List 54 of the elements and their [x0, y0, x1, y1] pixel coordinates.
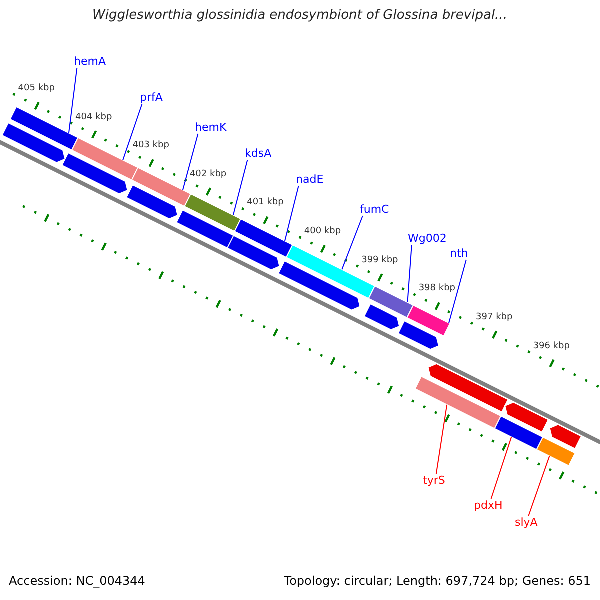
gene-label: hemK	[195, 121, 227, 134]
gene-block	[278, 260, 361, 311]
gene-label: nadE	[296, 173, 324, 186]
scale-label: 402 kbp	[190, 169, 227, 180]
gene-block	[226, 235, 280, 271]
gene-label: nth	[450, 247, 468, 260]
gene-bar	[286, 244, 376, 300]
gene-label: hemA	[74, 55, 106, 68]
gene-block	[2, 122, 66, 164]
gene-label: fumC	[360, 203, 390, 216]
gene-bar	[184, 193, 242, 232]
leader-line	[448, 260, 467, 324]
leader-line	[436, 404, 448, 474]
leader-line	[342, 216, 364, 270]
gene-bar	[414, 376, 502, 430]
gene-label: kdsA	[245, 147, 272, 160]
gene-bar	[131, 167, 192, 208]
gene-label: tyrS	[423, 474, 446, 487]
gene-block	[364, 303, 400, 331]
gene-label: slyA	[515, 516, 538, 529]
leader-line	[68, 68, 78, 134]
scale-label: 397 kbp	[476, 312, 513, 324]
scale-label: 396 kbp	[533, 341, 570, 352]
gene-block	[428, 363, 509, 413]
leader-line	[232, 160, 248, 216]
leader-line	[407, 244, 412, 303]
leader-line	[182, 134, 199, 191]
title: Wigglesworthia glossinidia endosymbiont of Glossina brevipal...	[92, 8, 508, 23]
gene-label: prfA	[140, 91, 163, 104]
gene-bar	[536, 436, 576, 467]
scale-label: 401 kbp	[247, 198, 284, 209]
leader-line	[122, 104, 143, 161]
gene-bar	[234, 218, 294, 258]
gene-block	[549, 424, 582, 450]
gene-bar	[406, 304, 451, 337]
leader-line	[490, 436, 512, 500]
footer-text: Topology: circular; Length: 697,724 bp; Genes: 651	[284, 574, 591, 588]
scale-label: 405 kbp	[18, 84, 55, 95]
gene-block	[61, 152, 128, 195]
scale-label: 404 kbp	[76, 112, 112, 124]
scale-label: 403 kbp	[132, 140, 170, 152]
gene-block	[504, 402, 550, 433]
gene-bar	[368, 286, 414, 319]
leader-line	[528, 456, 550, 516]
scale-label: 400 kbp	[304, 226, 342, 238]
gene-bar	[494, 416, 544, 450]
gene-block	[398, 320, 440, 350]
leader-line	[284, 186, 300, 242]
gene-label: Wg002	[408, 232, 447, 245]
scale-label: 399 kbp	[362, 255, 398, 266]
footer-text: Accession: NC_004344	[9, 574, 146, 588]
scale-label: 398 kbp	[418, 284, 456, 295]
gene-label: pdxH	[474, 499, 503, 512]
gene-block	[126, 184, 178, 220]
